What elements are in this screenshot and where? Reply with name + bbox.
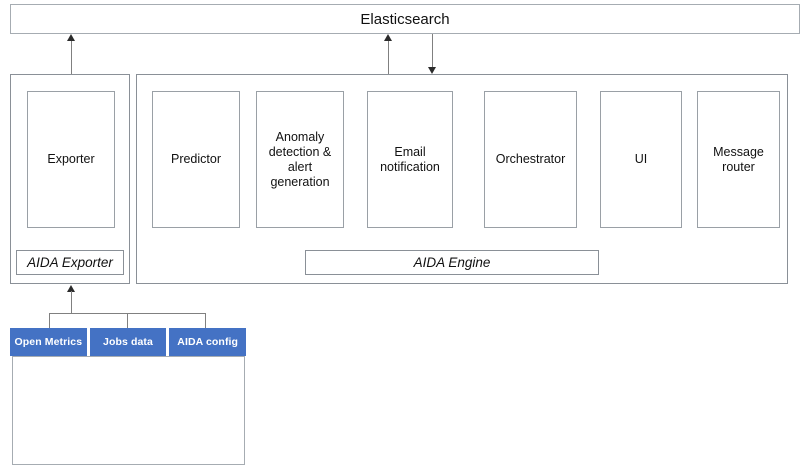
component-email-notification[interactable]: Email notification (367, 91, 453, 228)
aida-engine-plate: AIDA Engine (305, 250, 599, 275)
component-ui-label: UI (634, 152, 648, 166)
connector-exporter-to-elasticsearch-line (71, 40, 72, 74)
datasource-tab-jobs-data[interactable]: Jobs data (89, 328, 167, 356)
component-message-router-label: Message router (713, 144, 764, 174)
component-exporter[interactable]: Exporter (27, 91, 115, 228)
aida-exporter-plate: AIDA Exporter (16, 250, 124, 275)
datasource-tab-aida-config[interactable]: AIDA config (169, 328, 247, 356)
component-message-router[interactable]: Message router (697, 91, 780, 228)
component-exporter-label: Exporter (47, 152, 95, 166)
elasticsearch-label: Elasticsearch (360, 10, 450, 28)
component-predictor-label: Predictor (170, 152, 222, 166)
datasource-tab-open-metrics-label: Open Metrics (14, 336, 83, 348)
aida-exporter-container: Exporter (10, 74, 130, 284)
component-anomaly-detection-label: Anomaly detection & alert generation (268, 129, 332, 189)
connector-engine-to-elasticsearch-arrowhead (384, 34, 392, 41)
connector-drop-open-metrics (49, 313, 50, 329)
component-email-notification-label: Email notification (380, 144, 440, 174)
component-ui[interactable]: UI (600, 91, 682, 228)
datasource-tab-jobs-data-label: Jobs data (103, 336, 153, 348)
connector-exporter-to-elasticsearch-arrowhead (67, 34, 75, 41)
datasource-tab-aida-config-label: AIDA config (177, 336, 239, 348)
connector-datasources-to-exporter-arrowhead (67, 285, 75, 292)
connector-elasticsearch-to-engine-line (432, 34, 433, 68)
datasource-panel (12, 356, 245, 465)
connector-engine-to-elasticsearch-line (388, 40, 389, 74)
connector-drop-jobs-data (127, 313, 128, 329)
aida-exporter-plate-label: AIDA Exporter (27, 255, 113, 270)
component-orchestrator[interactable]: Orchestrator (484, 91, 577, 228)
component-anomaly-detection[interactable]: Anomaly detection & alert generation (256, 91, 344, 228)
aida-engine-plate-label: AIDA Engine (413, 255, 491, 270)
connector-drop-aida-config (205, 313, 206, 329)
connector-datasources-to-exporter-stem (71, 291, 72, 313)
datasource-tab-open-metrics[interactable]: Open Metrics (10, 328, 87, 356)
datasource-tab-strip: Open Metrics Jobs data AIDA config (10, 328, 247, 356)
component-predictor[interactable]: Predictor (152, 91, 240, 228)
aida-engine-container: Predictor Anomaly detection & alert gene… (136, 74, 788, 284)
connector-elasticsearch-to-engine-arrowhead (428, 67, 436, 74)
elasticsearch-box[interactable]: Elasticsearch (10, 4, 800, 34)
component-orchestrator-label: Orchestrator (495, 152, 566, 166)
